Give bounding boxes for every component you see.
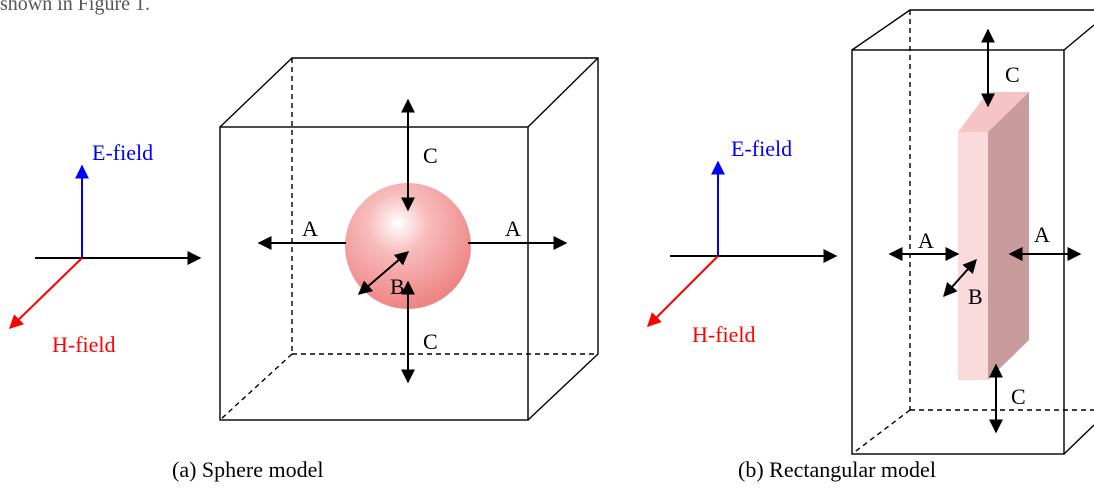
e-field-label-2: E-field xyxy=(731,136,792,161)
label-c-bottom-2: C xyxy=(1011,384,1026,409)
label-b-2: B xyxy=(968,284,983,309)
slab-top-face xyxy=(958,92,1029,132)
sphere-cube xyxy=(219,57,599,421)
label-a-left: A xyxy=(302,216,318,241)
label-b: B xyxy=(390,274,405,299)
dim-b xyxy=(357,251,410,295)
label-c-top-2: C xyxy=(1005,62,1020,87)
label-a-right: A xyxy=(505,216,521,241)
slab-front-face xyxy=(958,132,988,380)
label-a-right-2: A xyxy=(1034,222,1050,247)
caption-sphere-model: (a) Sphere model xyxy=(172,457,324,482)
dim-b-2 xyxy=(943,258,977,298)
h-field-label-2: H-field xyxy=(692,322,756,347)
rectangular-model-diagram: E-field H-field C C A A B (b) xyxy=(647,9,1094,482)
caption-rect-model: (b) Rectangular model xyxy=(738,457,936,482)
axes-right: E-field H-field xyxy=(647,136,838,347)
rectangular-slab xyxy=(958,92,1029,380)
label-c-top: C xyxy=(423,143,438,168)
h-field-arrow xyxy=(8,257,83,329)
h-field-label: H-field xyxy=(52,332,116,357)
slab-side-face xyxy=(988,92,1029,380)
label-a-left-2: A xyxy=(918,228,934,253)
h-field-arrow-2 xyxy=(647,255,719,327)
label-c-bottom: C xyxy=(423,329,438,354)
e-field-label: E-field xyxy=(92,140,153,165)
sphere-model-diagram: E-field H-field C C A A B (a) Sphere mod… xyxy=(8,57,599,482)
axes-left: E-field H-field xyxy=(8,140,202,357)
header-text-fragment: shown in Figure 1. xyxy=(0,0,150,15)
